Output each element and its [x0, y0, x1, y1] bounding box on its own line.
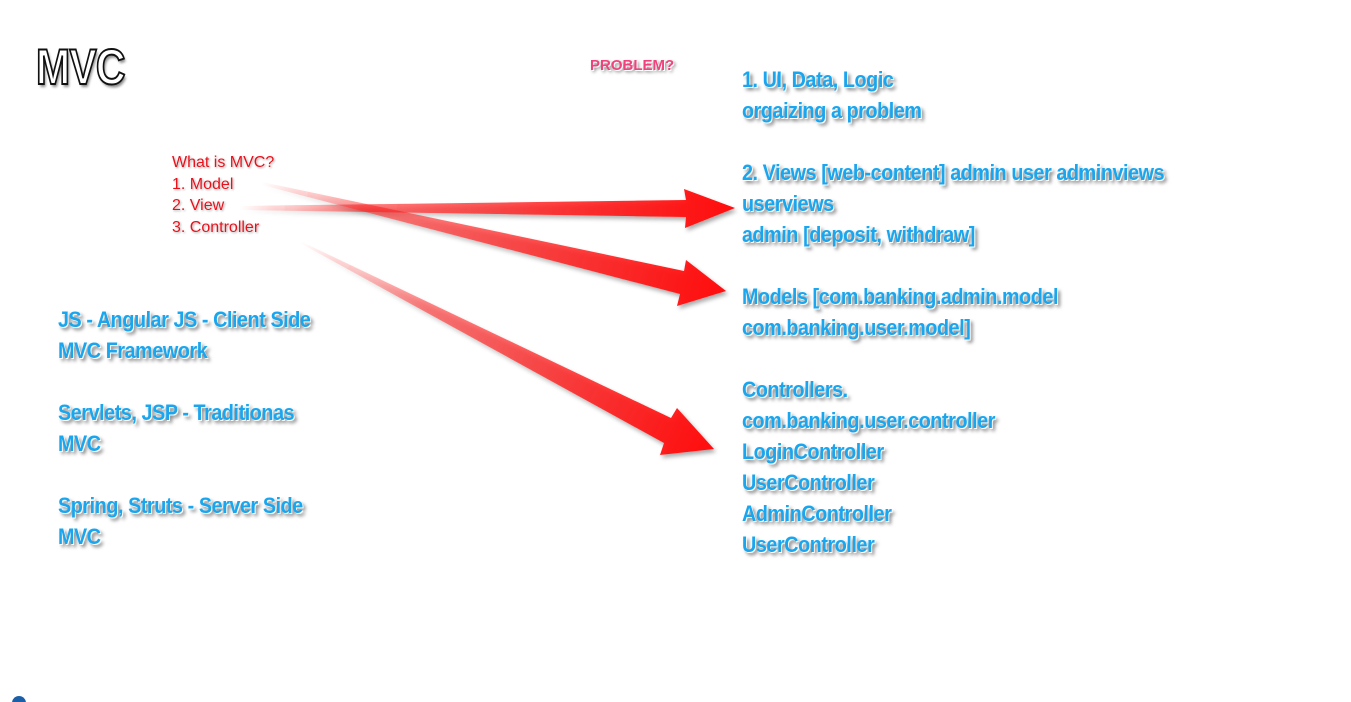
right-note-line: LoginController — [742, 439, 884, 464]
left-notes: JS - Angular JS - Client Side MVC Framew… — [58, 304, 311, 552]
mvc-question: What is MVC? — [172, 154, 275, 171]
arrow-model-to-models — [262, 182, 726, 306]
mvc-item-view: 2. View — [172, 197, 225, 214]
left-note-line: JS - Angular JS - Client Side — [58, 307, 311, 332]
right-note-line: UserController — [742, 532, 875, 557]
spacer — [742, 250, 1164, 281]
left-note-line: Servlets, JSP - Traditionas — [58, 400, 295, 425]
right-note-line: admin [deposit, withdraw] — [742, 222, 975, 247]
right-note-line: 1. UI, Data, Logic — [742, 67, 894, 92]
corner-logo-mark — [12, 696, 26, 702]
right-note-line: Models [com.banking.admin.model — [742, 284, 1059, 309]
right-note-line: AdminController — [742, 501, 892, 526]
left-note-line: MVC Framework — [58, 338, 208, 363]
left-note-line: MVC — [58, 524, 101, 549]
right-note-line: orgaizing a problem — [742, 98, 922, 123]
right-note-line: com.banking.user.controller — [742, 408, 996, 433]
mvc-item-model: 1. Model — [172, 175, 234, 193]
arrow-view-to-views — [240, 189, 735, 228]
right-note-line: com.banking.user.model] — [742, 315, 971, 340]
arrow-controller-to-controllers — [300, 241, 714, 455]
left-note-line: MVC — [58, 431, 101, 456]
spacer — [58, 366, 310, 397]
right-note-line: UserController — [742, 470, 875, 495]
spacer — [742, 126, 1164, 157]
left-note-line: Spring, Struts - Server Side — [58, 493, 303, 518]
mvc-item-controller: 3. Controller — [172, 218, 260, 236]
right-notes: 1. UI, Data, Logic orgaizing a problem 2… — [742, 64, 1165, 560]
spacer — [58, 459, 310, 490]
right-note-line: 2. Views [web-content] admin user adminv… — [742, 160, 1165, 185]
slide-title: MVC — [35, 39, 126, 95]
right-note-line: userviews — [742, 191, 834, 216]
mvc-list: What is MVC? 1. Model 2. View 3. Control… — [172, 152, 274, 238]
problem-label: PROBLEM? — [590, 57, 675, 74]
spacer — [742, 343, 1164, 374]
right-note-line: Controllers. — [742, 377, 848, 402]
